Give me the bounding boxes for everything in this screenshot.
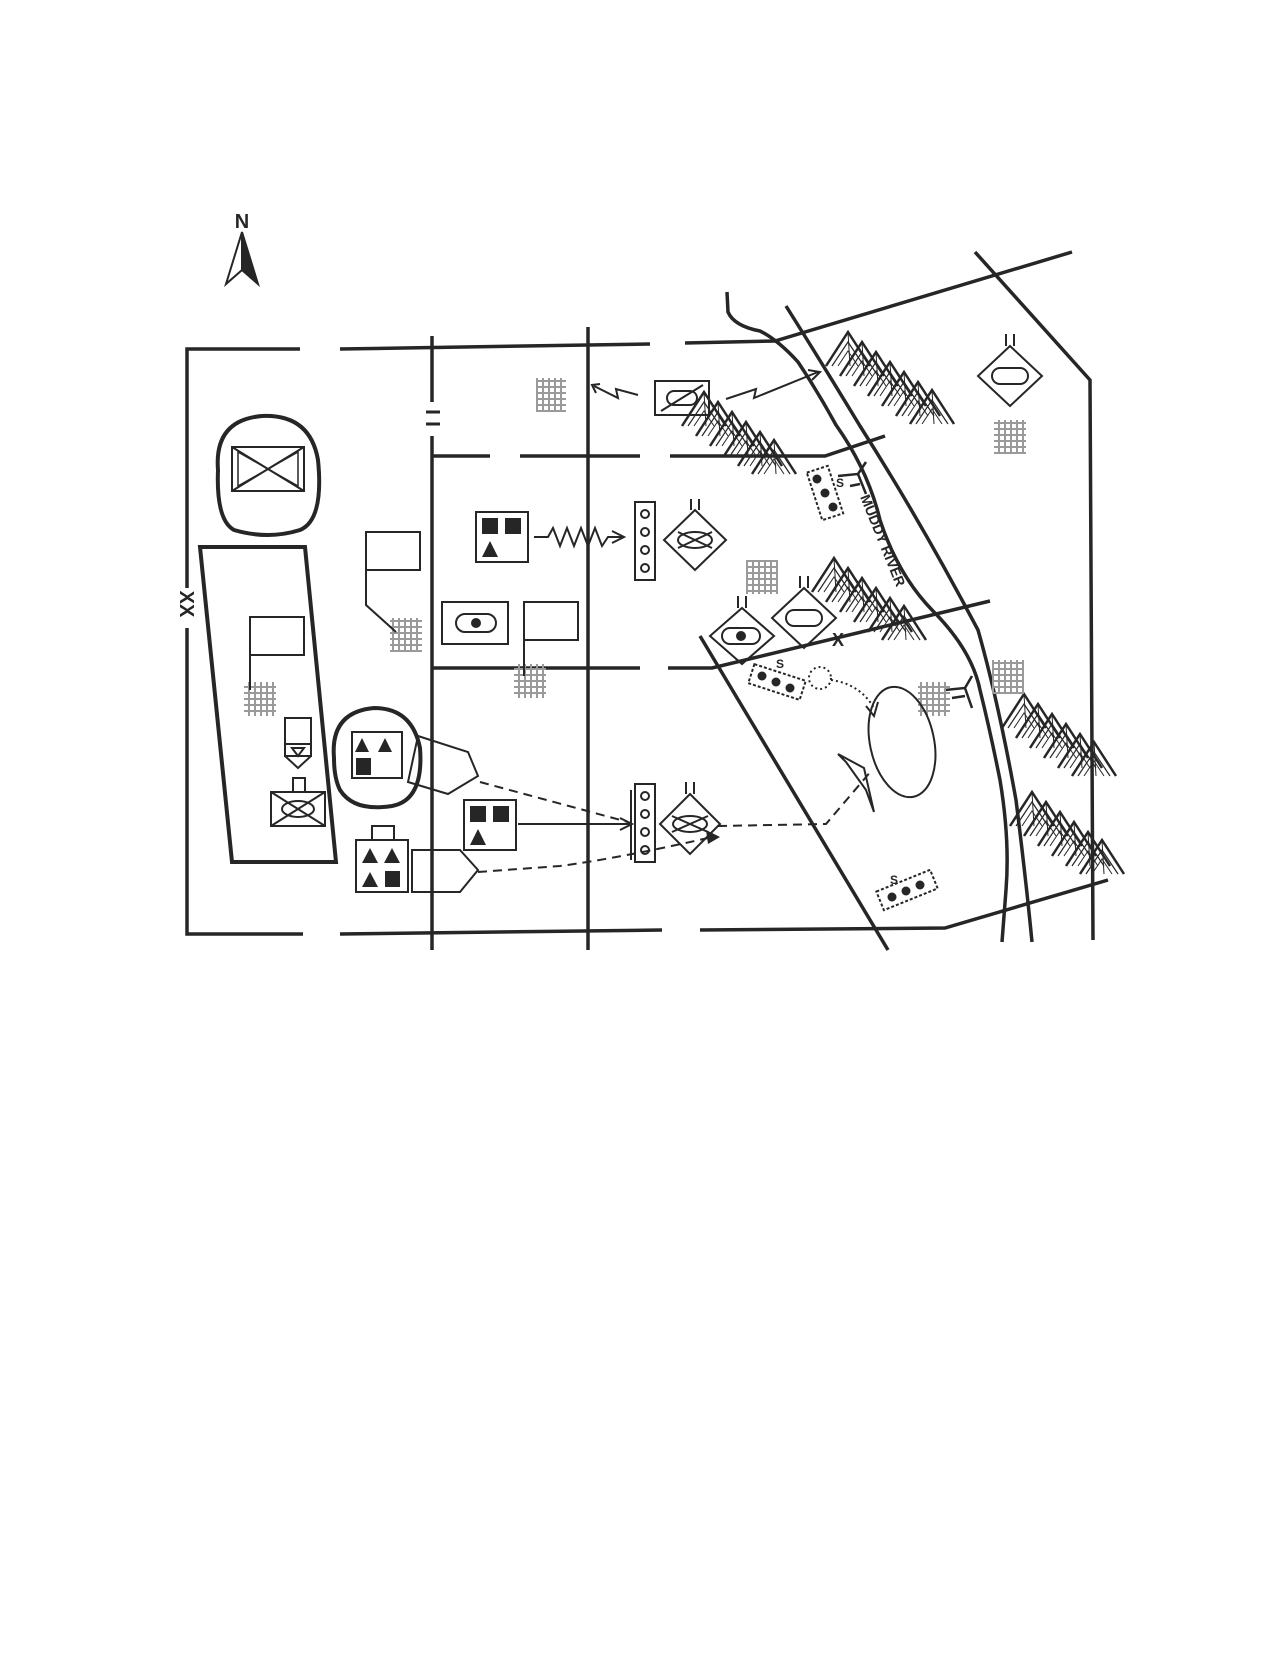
mountain-range-east-upper — [1002, 694, 1116, 776]
company-boundary-label: X — [832, 630, 844, 650]
armor-platoon-ne — [976, 334, 1044, 408]
security-label: S — [776, 657, 784, 671]
mountain-range-ne — [826, 332, 954, 424]
urban-area — [514, 664, 546, 698]
bridge-east — [944, 675, 974, 709]
north-arrow: N — [224, 211, 260, 288]
electronic-warfare-west — [590, 383, 639, 400]
division-boundary-label: XX — [175, 591, 197, 618]
security-outpost-south: S — [875, 868, 939, 912]
fire-support-arrow — [534, 525, 627, 549]
armor-platoon-south — [658, 782, 722, 856]
bridge-north — [837, 461, 868, 495]
security-label: S — [836, 476, 844, 490]
command-post-flag — [365, 531, 421, 633]
mech-infantry-unit — [441, 601, 509, 645]
urban-area — [746, 560, 778, 594]
axis-of-advance — [477, 769, 873, 873]
objective-area — [867, 685, 937, 799]
fire-line — [518, 817, 635, 831]
phase-objective-1 — [406, 734, 480, 796]
circled-artillery-unit — [331, 705, 423, 810]
dotted-route-arrowhead — [865, 701, 879, 719]
mortar-unit — [270, 717, 326, 827]
support-area — [197, 545, 339, 864]
urban-area — [244, 682, 276, 716]
electronic-warfare-east — [725, 369, 823, 400]
phase-objective-2 — [411, 849, 480, 893]
mountain-range-east-lower — [1010, 792, 1124, 874]
axis-arrowhead — [706, 830, 720, 844]
security-outpost-center: S — [746, 657, 808, 702]
division-boundary — [185, 347, 303, 936]
assembly-area-infantry — [215, 413, 322, 537]
river-label: MUDDY RIVER — [857, 492, 908, 589]
artillery-unit-north — [475, 511, 529, 563]
dotted-route — [808, 666, 875, 709]
urban-area — [390, 618, 422, 652]
muddy-river — [725, 291, 1034, 943]
artillery-battalion — [355, 825, 409, 893]
armor-platoon-center — [662, 499, 728, 572]
command-post-flag-center — [523, 601, 579, 676]
artillery-unit-south — [463, 799, 517, 851]
urban-area — [994, 420, 1026, 454]
north-label: N — [235, 211, 249, 233]
mountain-range-center — [812, 558, 926, 640]
obstacle-belt-south — [630, 783, 656, 863]
urban-area — [992, 660, 1024, 694]
attack-position-chevron — [837, 753, 875, 813]
mountain-range-n — [682, 392, 796, 474]
security-outpost-river: S — [805, 464, 845, 522]
mech-platoon-center-left — [708, 596, 776, 666]
armor-platoon-center-right — [770, 576, 838, 650]
urban-area — [536, 378, 566, 412]
recon-unit — [654, 380, 710, 416]
battalion-boundary-marker — [426, 410, 440, 426]
security-label: S — [890, 873, 898, 887]
obstacle-belt-north — [634, 501, 656, 581]
urban-area — [918, 682, 950, 716]
